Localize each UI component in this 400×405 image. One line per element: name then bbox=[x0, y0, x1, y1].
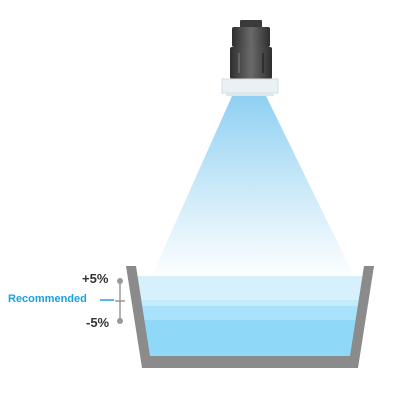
recommended-label: Recommended bbox=[8, 293, 87, 305]
tolerance-bracket bbox=[115, 278, 125, 324]
sensor-lens bbox=[221, 78, 279, 94]
water-band-low bbox=[140, 306, 360, 320]
water-band-mid bbox=[139, 300, 361, 306]
tolerance-minus-label: -5% bbox=[86, 315, 110, 330]
sensor-beam bbox=[150, 96, 356, 280]
water-deep bbox=[141, 320, 359, 358]
tolerance-plus-label: +5% bbox=[82, 271, 109, 286]
tank-wall bbox=[126, 266, 374, 368]
water-surface-band bbox=[136, 276, 364, 300]
ultrasonic-sensor-icon bbox=[221, 20, 279, 96]
